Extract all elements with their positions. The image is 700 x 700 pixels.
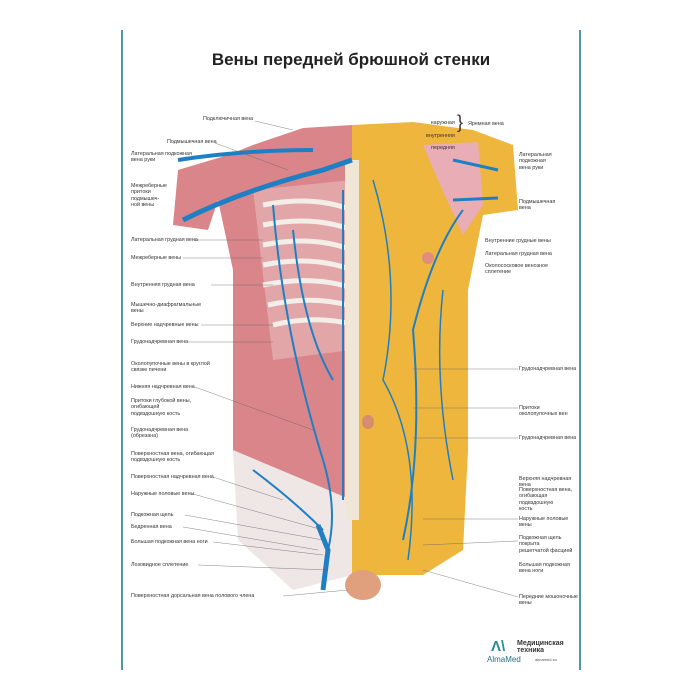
- linea-alba: [345, 160, 359, 520]
- label-external-pudendal-veins: Наружные половые вены: [131, 491, 195, 497]
- label-intercostal-veins: Межреберные вены: [131, 255, 182, 261]
- label-r-axillary-vein: Подмышечная вена: [519, 199, 556, 212]
- leader-lines: [182, 120, 519, 598]
- label-r-great-saphenous-vein: Большая подкожная вена ноги: [519, 562, 570, 575]
- deltoid-muscle: [423, 142, 483, 235]
- genitals: [345, 570, 381, 600]
- label-lateral-thoracic-vein: Латеральная грудная вена: [131, 237, 198, 243]
- label-r-saphenous-opening-fascia: Подкожная щель покрыта решетчатой фасцие…: [519, 535, 573, 554]
- label-r-lateral-thoracic-vein: Латеральная грудная вена: [485, 251, 552, 257]
- anatomy-illustration: [173, 120, 519, 600]
- label-r-thoracoepigastric-vein: Грудонадчревная вена: [519, 366, 577, 372]
- label-r-thoracoepigastric-vein-2: Грудонадчревная вена: [519, 435, 577, 441]
- label-r-anterior-scrotal-veins: Передние мошоночные вены: [519, 594, 578, 607]
- brace-icon: }: [457, 112, 464, 132]
- almamed-logo: Λ\ AlmaMed Медицинская техника almamed.s…: [487, 638, 577, 668]
- label-intercostal-tributaries: Межреберные притоки подмышеч- ной вены: [131, 183, 167, 208]
- poster: Вены передней брюшной стенки Подключична…: [121, 30, 581, 670]
- label-dorsal-penile-vein: Поверхностная дорсальная вена полового ч…: [131, 593, 255, 599]
- label-thoracoepigastric-vein: Грудонадчревная вена: [131, 339, 189, 345]
- label-internal-thoracic-vein: Внутренняя грудная вена: [131, 282, 195, 288]
- label-r-areolar-plexus: Околососковое венозное сплетение: [485, 263, 549, 276]
- label-paraumbilical-veins: Околопупочные вены в круглой связке пече…: [131, 361, 210, 374]
- label-deep-circumflex-iliac-tributaries: Притоки глубокой вены, огибающей подвздо…: [131, 398, 192, 417]
- label-r-external-pudendal-veins: Наружные половые вены: [519, 516, 569, 529]
- navel: [362, 415, 374, 429]
- label-cephalic-vein: Латеральная подкожная вена руки: [131, 151, 192, 164]
- label-superficial-epigastric-vein: Поверхностная надчревная вена: [131, 474, 214, 480]
- label-axillary-vein: Подмышечная вена: [167, 139, 217, 145]
- label-r-internal-thoracic-veins: Внутренние грудные вены: [485, 238, 551, 244]
- label-r-cephalic-vein: Латеральная подкожная вена руки: [519, 152, 552, 171]
- logo-brand: AlmaMed: [487, 655, 521, 664]
- label-femoral-vein: Бедренная вена: [131, 524, 172, 530]
- label-jugular-vein: Яремная вена: [468, 121, 504, 127]
- logo-site: almamed.su: [535, 657, 557, 662]
- label-pampiniform-plexus: Лозовидное сплетение: [131, 562, 189, 568]
- nipple: [422, 252, 434, 264]
- label-saphenous-opening: Подкожная щель: [131, 512, 174, 518]
- logo-mark-icon: Λ\: [491, 638, 506, 655]
- label-r-paraumbilical-tributaries: Притоки околопупочных вен: [519, 405, 568, 418]
- poster-title: Вены передней брюшной стенки: [211, 50, 491, 69]
- label-r-superficial-circumflex-iliac: Поверхностная вена, огибающая подвздошну…: [519, 487, 573, 512]
- label-subclavian-vein: Подключичная вена: [203, 116, 254, 122]
- veins: [177, 148, 499, 591]
- jugular-branches: наружная внутренняя передняя: [426, 114, 455, 158]
- label-musculophrenic-veins: Мышечно-диафрагмальные вены: [131, 302, 202, 315]
- label-thoracoepigastric-cut: Грудонадчревная вена (обрезана): [131, 427, 189, 440]
- ribs: [262, 198, 353, 328]
- label-inferior-epigastric-vein: Нижняя надчревная вена: [131, 384, 195, 390]
- fat-half: [352, 122, 518, 575]
- label-r-superior-epigastric-vein: Верхняя надчревная вена: [519, 476, 572, 489]
- jugular-external: наружная: [430, 120, 455, 127]
- label-superficial-circumflex-iliac: Поверхностная вена, огибающая подвздошну…: [131, 451, 214, 464]
- logo-tagline: Медицинская техника: [517, 640, 564, 654]
- label-superior-epigastric-veins: Верхние надчревные вены: [131, 322, 199, 328]
- jugular-internal: внутренняя: [426, 132, 455, 139]
- jugular-anterior: передняя: [431, 145, 455, 152]
- label-great-saphenous-vein: Большая подкожная вена ноги: [131, 539, 208, 545]
